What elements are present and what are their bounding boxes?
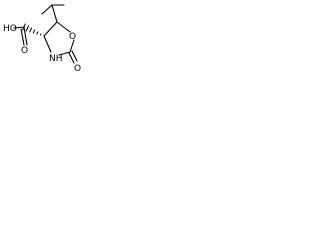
bond-c4-c5 — [43, 21, 58, 37]
hash-wedge-segment — [25, 25, 30, 32]
bond-ch-methyl-left — [41, 4, 53, 15]
bond-lines — [13, 4, 78, 64]
atom-label-ring-oxygen: O — [69, 32, 76, 42]
hash-wedge-segment — [36, 31, 39, 35]
atom-label-carbonyl-oxygen: O — [74, 64, 81, 74]
bond-c2-n3 — [58, 51, 71, 56]
bond-n3-c4 — [43, 35, 52, 53]
hash-wedge-segment — [22, 23, 26, 31]
bond-c2-o-double-a — [68, 52, 75, 64]
structure-diagram: HO O O NH O — [3, 4, 81, 74]
atom-label-acid-oxygen: O — [21, 46, 28, 56]
hash-wedge-segment — [29, 27, 33, 33]
bond-o1-c2 — [69, 39, 75, 53]
bond-acid-c-o-double-a — [23, 26, 28, 46]
bond-c5-o1 — [56, 21, 71, 33]
bond-acid-c-o-double-b — [20, 28, 25, 46]
bond-c2-o-double-b — [71, 50, 78, 62]
hash-wedge-segment — [39, 33, 42, 36]
bond-acid-c-oh — [13, 26, 25, 29]
stereo-hash-bond — [22, 23, 45, 37]
atom-label-nh: NH — [49, 54, 63, 64]
atom-label-ho: HO — [3, 24, 17, 34]
hash-wedge-segment — [32, 29, 36, 34]
bond-ch-c5 — [51, 4, 58, 23]
